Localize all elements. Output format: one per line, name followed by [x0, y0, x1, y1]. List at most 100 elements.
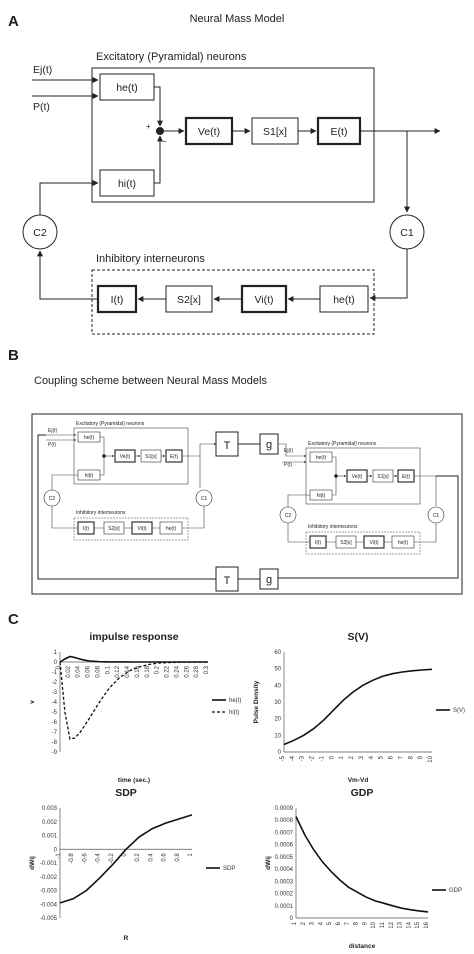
- chart2-xtick: 4: [369, 755, 375, 759]
- chart4-ytick: 0.0004: [275, 867, 294, 873]
- vi-label: Vi(t): [254, 294, 273, 306]
- chart3-xtick: -0.4: [96, 853, 102, 864]
- chart3-xtick: -0.6: [82, 853, 88, 864]
- chart2-xtick: -3: [300, 755, 306, 761]
- chart2-ytick: 0: [278, 750, 282, 756]
- chart1-series-hit-line: [59, 661, 209, 740]
- chart2-xtick: 6: [389, 755, 395, 759]
- mini1-s2-label: S2[x]: [108, 526, 120, 532]
- model2-output-return-line: [278, 475, 459, 579]
- chart4-ytick: 0.0002: [275, 892, 294, 898]
- chart1-ytick: -8: [52, 740, 58, 746]
- c2-label: C2: [33, 227, 47, 239]
- chart4-xtick: 9: [362, 921, 368, 925]
- panel-a-letter: A: [8, 13, 19, 30]
- mini1-ej-label: Ej(t): [48, 428, 58, 434]
- inhibitory-block: [91, 269, 375, 335]
- mini2-output-line: [414, 475, 437, 506]
- he-bottom-label: he(t): [333, 294, 355, 306]
- chart2-xtick: 5: [379, 755, 385, 759]
- chart1-legend-label: hi(t): [229, 710, 239, 716]
- chart4-xtick: 5: [327, 921, 333, 925]
- mini2-e-label: E(t): [402, 474, 410, 480]
- chart4-xtick: 4: [318, 921, 324, 925]
- chart4-title: GDP: [351, 787, 374, 799]
- chart3-title: SDP: [115, 787, 137, 799]
- chart1-ytick: -5: [52, 710, 58, 716]
- chart3-ytick: -0.001: [40, 861, 58, 867]
- g-top-to-model2-line: [278, 443, 307, 458]
- mini1-output-to-t: [182, 442, 217, 457]
- mini2-ve-label: Ve(t): [352, 474, 363, 480]
- he-bottom-box: [319, 285, 369, 313]
- chart1-ytick: 1: [54, 650, 58, 656]
- sum-plus-sign: +: [146, 122, 151, 131]
- c1-label: C1: [400, 227, 414, 239]
- chart4-xtick: 8: [354, 921, 360, 925]
- input-ej-label: Ej(t): [33, 64, 52, 76]
- coupling-frame: [31, 413, 463, 595]
- chart2-ytick: 60: [274, 650, 281, 656]
- i-label: I(t): [111, 294, 124, 306]
- chart2-xtick: 8: [408, 755, 414, 759]
- chart3-xtick: -0.2: [109, 853, 115, 864]
- chart4-xtick: 13: [398, 921, 404, 928]
- chart1-ytick: -2: [52, 680, 58, 686]
- s1-label: S1[x]: [263, 126, 287, 138]
- panel-b-title: Coupling scheme between Neural Mass Mode…: [34, 375, 267, 387]
- chart2-xtick: 10: [428, 755, 434, 762]
- mini-model-2: Ej(t) P(t) Excitatory (Pyramidal) neuron…: [279, 441, 445, 555]
- mini1-c1-label: C1: [201, 496, 208, 502]
- chart4-ytick: 0.0009: [275, 806, 294, 812]
- mini2-c2-label: C2: [285, 513, 292, 519]
- chart1-xtick: 0.22: [165, 665, 171, 677]
- panel-b-letter: B: [8, 347, 19, 364]
- chart4-ytick: 0.0007: [275, 830, 294, 836]
- mini1-c2-to-hi: [51, 474, 78, 490]
- chart4-ytick: 0: [290, 916, 294, 922]
- chart1-series-het-line: [59, 655, 208, 663]
- hi-to-sum-line: [154, 135, 163, 184]
- chart1-ytick: -7: [52, 730, 58, 736]
- chart3-xtick: -0.8: [69, 853, 75, 864]
- chart3-xtick: 1: [188, 853, 194, 857]
- hi-label: hi(t): [118, 178, 136, 190]
- chart3-ytick: -0.005: [40, 916, 58, 922]
- sum-minus-sign: −: [162, 137, 167, 146]
- chart4-legend-label: GDP: [449, 888, 462, 894]
- chart1-xtick: 0.04: [76, 665, 82, 677]
- chart2-xtick: -1: [319, 755, 325, 761]
- chart2-xtick: 2: [349, 755, 355, 759]
- excitatory-block: [91, 67, 375, 203]
- mini1-he2-label: he(t): [166, 526, 177, 532]
- chart1-ytick: -3: [52, 690, 58, 696]
- mini2-i-label: I(t): [315, 540, 321, 546]
- vi-box: [240, 284, 288, 314]
- mini2-he-label: he(t): [316, 455, 327, 461]
- mini2-inh-block: [305, 531, 421, 555]
- chart4-xtick: 2: [301, 921, 307, 925]
- chart1-xtick: 0: [56, 665, 62, 669]
- chart3-xtick: 0.2: [135, 853, 141, 862]
- chart2-ytick: 50: [274, 667, 281, 673]
- mini1-ve-label: Ve(t): [120, 454, 131, 460]
- mini2-vi-label: Vi(t): [369, 540, 378, 546]
- chart2-xtick: 9: [418, 755, 424, 759]
- chart1-xtick: 0.06: [86, 665, 92, 677]
- mini1-hi-label: hi(t): [85, 473, 94, 479]
- chart4-ylabel: dWij: [265, 856, 272, 870]
- chart4-ytick: 0.0003: [275, 879, 294, 885]
- delay-t-bottom-label: T: [224, 575, 231, 587]
- chart1-xlabel: time (sec.): [118, 777, 150, 784]
- chart3-xlabel: R: [124, 935, 129, 942]
- mini1-inh-label: Inhibitory interneurons: [76, 510, 126, 516]
- chart1-legend-label: he(t): [229, 698, 241, 704]
- chart1-ytick: -6: [52, 720, 58, 726]
- chart3-ytick: 0.002: [42, 820, 58, 826]
- chart3-ytick: -0.002: [40, 875, 58, 881]
- mini1-s1-label: S1[x]: [145, 454, 157, 460]
- chart1-xtick: 0.16: [135, 665, 141, 677]
- chart1-xtick: 0.14: [125, 665, 131, 677]
- panel-a: A Neural Mass Model Excitatory (Pyramida…: [8, 13, 441, 335]
- chart4-xtick: 14: [406, 921, 412, 928]
